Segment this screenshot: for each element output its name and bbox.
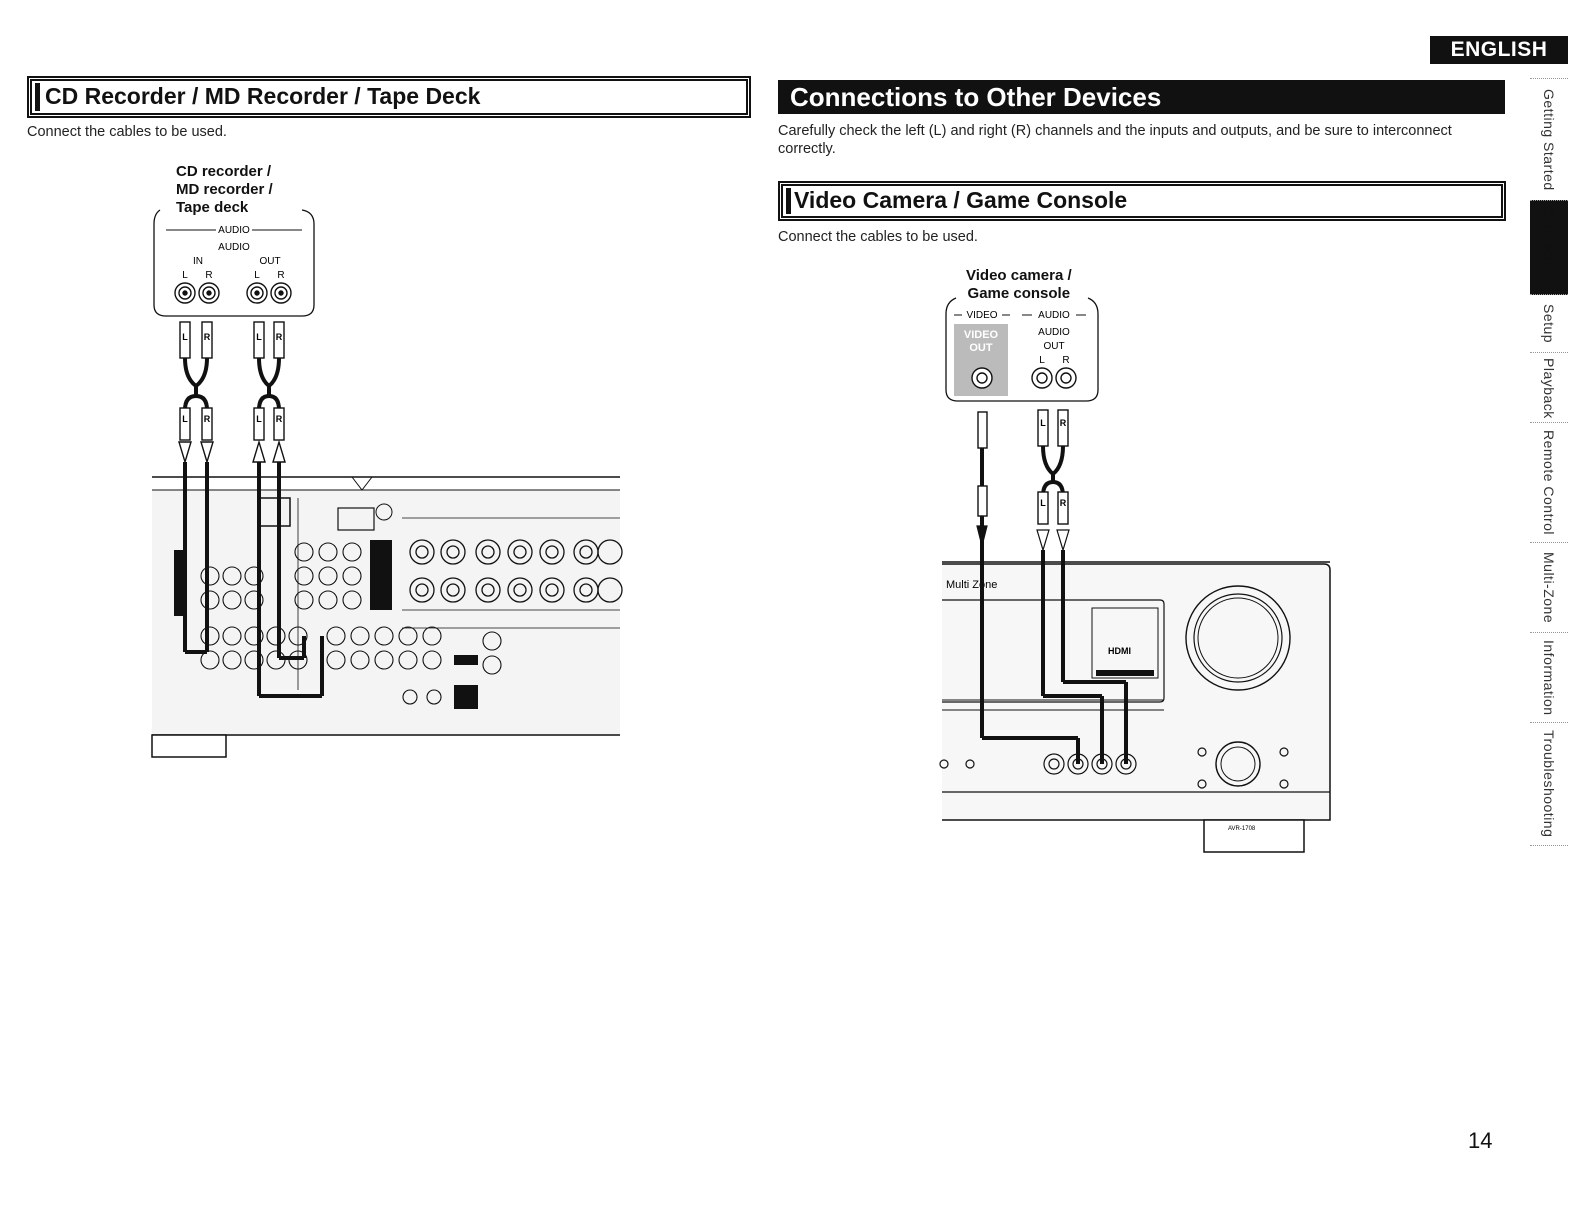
plug-label-r: R [204, 414, 211, 424]
right-sub-header: Video Camera / Game Console [778, 181, 1506, 221]
tab-label: Information [1541, 640, 1557, 716]
tab-troubleshooting[interactable]: Troubleshooting [1530, 722, 1568, 846]
video-out-label: OUT [969, 342, 993, 354]
in-r-label: R [205, 270, 212, 281]
plug-label-l: L [182, 332, 188, 342]
left-section-header: CD Recorder / MD Recorder / Tape Deck [27, 76, 751, 118]
arrow-down [200, 441, 214, 465]
in-label: IN [193, 256, 203, 267]
arrow-down [1036, 529, 1050, 553]
plug-audio-r-bottom [1057, 491, 1069, 525]
jack-in-r [198, 282, 220, 304]
r-label: R [1062, 355, 1069, 366]
device-panel [945, 297, 1099, 402]
plug-audio-r-top [1057, 409, 1069, 447]
side-tabs: Getting Started Connections Setup Playba… [1530, 78, 1568, 846]
audio-sub-label: AUDIO [1038, 327, 1070, 338]
tab-label: Setup [1541, 304, 1557, 344]
language-badge: ENGLISH [1430, 36, 1568, 64]
l-label: L [1039, 355, 1045, 366]
tab-getting-started[interactable]: Getting Started [1530, 78, 1568, 201]
plug-label-r: R [1060, 498, 1067, 508]
page-number: 14 [1468, 1128, 1493, 1153]
audio-group-label: AUDIO [218, 225, 250, 236]
tab-multi-zone[interactable]: Multi-Zone [1530, 542, 1568, 633]
video-out-label: VIDEO [964, 329, 999, 341]
tab-label: Multi-Zone [1541, 552, 1557, 624]
tab-label: Remote Control [1541, 430, 1557, 536]
header-accent-bar [35, 83, 40, 111]
arrow-up [252, 439, 266, 463]
left-device-label: CD recorder / MD recorder / Tape deck [176, 163, 273, 217]
plug-label-r: R [204, 332, 211, 342]
in-l-label: L [182, 270, 188, 281]
device-label-line: CD recorder / [176, 163, 272, 180]
plug-label-l: L [182, 414, 188, 424]
tab-connections[interactable]: Connections [1530, 200, 1568, 295]
plug-video-bottom [977, 485, 988, 517]
master-volume-knob [1185, 585, 1291, 691]
plug-label-l: L [256, 414, 262, 424]
audio-group-label: AUDIO [1038, 310, 1070, 321]
model-label: AVR-1708 [1228, 826, 1256, 832]
header-accent-bar [786, 188, 791, 214]
right-intro: Carefully check the left (L) and right (… [778, 123, 1452, 157]
right-connection-diagram: VIDEO AUDIO VIDEO OUT AUDIO OUT L R L R … [939, 297, 1331, 853]
device-panel [153, 209, 315, 317]
jack-audio-l [1031, 367, 1053, 389]
tab-label: Getting Started [1541, 89, 1557, 191]
receiver-rear-panel [151, 476, 623, 758]
tab-label: Connections [1541, 206, 1557, 290]
jack-out-l [246, 282, 268, 304]
plug-in-l-bottom [179, 407, 191, 441]
jack-in-l [174, 282, 196, 304]
right-device-label: Video camera / Game console [966, 267, 1072, 303]
plug-out-r-bottom [273, 407, 285, 441]
device-label-line: Tape deck [176, 199, 249, 216]
left-connection-diagram: AUDIO AUDIO IN OUT L R L R L R L R L R [151, 209, 623, 758]
out-label: OUT [1043, 341, 1064, 352]
multi-zone-label: Multi Zone [946, 579, 997, 591]
out-r-label: R [277, 270, 284, 281]
out-l-label: L [254, 270, 260, 281]
out-label: OUT [259, 256, 280, 267]
jack-audio-r [1055, 367, 1077, 389]
right-instruction: Connect the cables to be used. [778, 229, 978, 245]
right-sub-title: Video Camera / Game Console [794, 187, 1128, 213]
tab-playback[interactable]: Playback [1530, 352, 1568, 423]
jack-video-out [971, 367, 993, 389]
plug-out-l-bottom [253, 407, 265, 441]
jack-out-r [270, 282, 292, 304]
arrow-down [178, 441, 192, 465]
device-label-line: MD recorder / [176, 181, 273, 198]
arrow-down [976, 525, 988, 547]
left-instruction: Connect the cables to be used. [27, 124, 227, 140]
plug-audio-l-top [1037, 409, 1049, 447]
plug-label-l: L [1040, 418, 1046, 428]
tab-remote-control[interactable]: Remote Control [1530, 422, 1568, 543]
tab-label: Troubleshooting [1541, 730, 1557, 838]
arrow-up [272, 439, 286, 463]
plug-label-l: L [256, 332, 262, 342]
plug-label-r: R [1060, 418, 1067, 428]
receiver-front-panel: Multi Zone HDMI AVR-1708 [939, 561, 1331, 853]
plug-in-r-bottom [201, 407, 213, 441]
plug-label-r: R [276, 332, 283, 342]
plug-video-top [977, 411, 988, 449]
tab-label: Playback [1541, 357, 1557, 419]
audio-sub-label: AUDIO [218, 242, 250, 253]
plug-audio-l-bottom [1037, 491, 1049, 525]
left-section-title: CD Recorder / MD Recorder / Tape Deck [45, 83, 481, 109]
hdmi-logo: HDMI [1108, 646, 1131, 656]
video-group-label: VIDEO [966, 310, 997, 321]
device-label-line: Video camera / [966, 267, 1072, 284]
tab-setup[interactable]: Setup [1530, 294, 1568, 353]
tab-information[interactable]: Information [1530, 632, 1568, 723]
plug-label-r: R [276, 414, 283, 424]
device-label-line: Game console [967, 285, 1071, 302]
select-enter-knob [1215, 741, 1261, 787]
arrow-down [1056, 529, 1070, 553]
right-section-header: Connections to Other Devices [778, 80, 1505, 114]
plug-label-l: L [1040, 498, 1046, 508]
